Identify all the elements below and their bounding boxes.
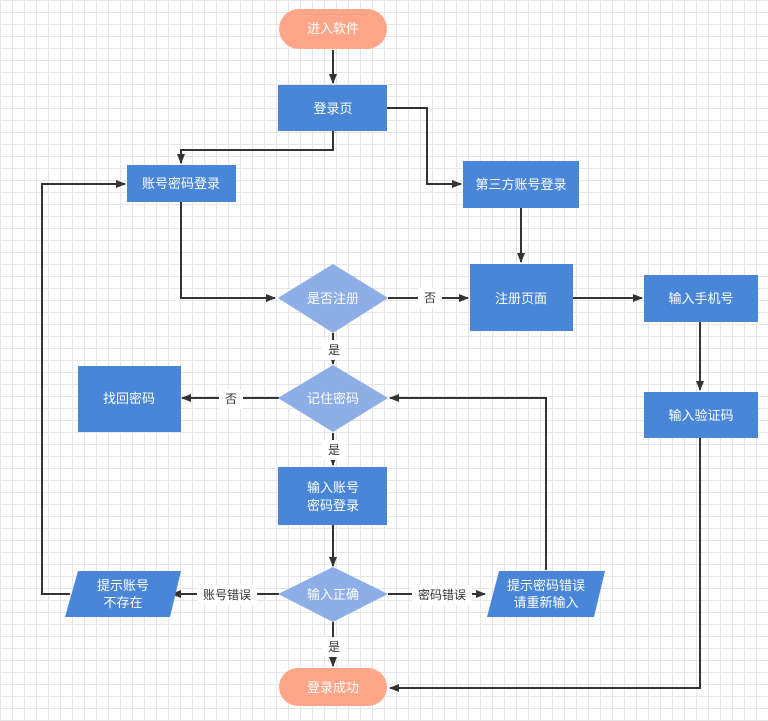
node-input-phone-label: 输入手机号: [668, 291, 733, 307]
edge-label-bg: [418, 288, 442, 308]
edge-label-bg: [322, 637, 346, 657]
edge-label-bg: [322, 340, 346, 360]
node-recover-password-label: 找回密码: [103, 391, 155, 407]
node-input-credentials-line2: 密码登录: [307, 498, 359, 514]
edge-label-yes-register: 是: [328, 343, 340, 357]
node-login-page-label: 登录页: [313, 102, 352, 117]
node-is-registered: [278, 264, 388, 333]
edge-label-bg: [219, 389, 243, 409]
node-account-not-exist: [65, 571, 181, 617]
node-password-error: [487, 571, 605, 617]
node-login-success: [279, 668, 387, 706]
edge-label-no-register: 否: [424, 291, 436, 305]
node-start-label: 进入软件: [307, 22, 359, 37]
node-input-verification-label: 输入验证码: [668, 408, 733, 424]
node-login-success-label: 登录成功: [307, 681, 359, 696]
node-input-credentials-line1: 输入账号: [307, 480, 359, 496]
node-is-registered-label: 是否注册: [307, 292, 359, 307]
node-input-phone: [644, 275, 758, 322]
node-remember-password-label: 记住密码: [307, 391, 359, 407]
node-third-party-login: [463, 161, 579, 208]
edge-label-bg: [197, 585, 257, 605]
edge-login-page-to-account-login: [177, 131, 334, 164]
node-account-not-exist-line2: 不存在: [103, 596, 142, 611]
edge-label-bg: [412, 585, 472, 605]
node-account-login-label: 账号密码登录: [142, 176, 220, 192]
node-recover-password: [78, 366, 181, 432]
node-remember-password: [278, 365, 388, 432]
edge-label-no-remember: 否: [225, 392, 237, 406]
edge-verification-to-success: [389, 438, 701, 692]
node-register-page: [470, 264, 573, 331]
edge-login-page-to-third-party: [387, 107, 462, 188]
node-input-verification: [644, 392, 758, 438]
edge-label-account-error: 账号错误: [203, 588, 251, 602]
node-start: [279, 9, 387, 49]
node-account-not-exist-line1: 提示账号: [97, 578, 149, 594]
node-third-party-login-label: 第三方账号登录: [475, 177, 566, 193]
edge-account-not-exist-to-account-login: [41, 180, 126, 595]
node-login-page: [278, 85, 387, 131]
node-password-error-line1: 提示密码错误: [507, 578, 585, 594]
node-account-login: [127, 165, 236, 202]
node-password-error-line2: 请重新输入: [513, 595, 578, 611]
node-register-page-label: 注册页面: [495, 292, 547, 307]
edge-password-error-to-remember: [389, 394, 547, 570]
node-input-correct-label: 输入正确: [307, 587, 359, 603]
edge-label-yes-remember: 是: [328, 443, 340, 457]
edge-label-correct: 是: [328, 640, 340, 654]
node-input-credentials: [278, 467, 387, 525]
edge-label-password-error: 密码错误: [418, 587, 466, 602]
node-input-correct: [278, 567, 388, 622]
edge-label-bg: [322, 440, 346, 460]
edge-account-login-to-is-registered: [180, 202, 276, 302]
